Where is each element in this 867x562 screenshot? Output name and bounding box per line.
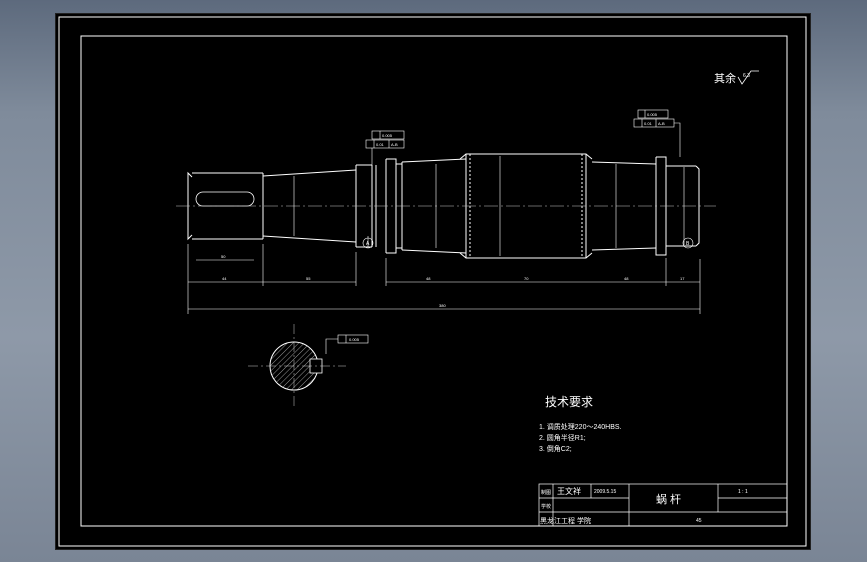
engineering-drawing: 其余 6.3 [58,16,807,547]
dim-seg-3: 48 [426,276,431,281]
cross-section-view: 0.005 [248,324,369,406]
tolerance-frame-right: 0.005 0.01 A-B [633,109,681,157]
designer-name: 王文祥 [557,486,581,496]
surface-note-label: 其余 [714,71,736,85]
dim-total-length: 380 [439,303,446,308]
design-date: 2009.5.15 [594,489,616,495]
datum-b-label: B [686,241,690,247]
tech-req-item-3: 3. 倒角C2; [539,444,572,453]
tol-left-row2-b: A-B [391,142,398,147]
school-label: 学校 [541,503,551,510]
keyway-slot [195,191,255,207]
title-block [538,483,788,527]
tol-right-row1: 0.005 [647,112,658,117]
dim-key-length: 50 [221,254,226,259]
tech-req-item-2: 2. 圆角半径R1; [539,433,586,442]
part-name: 蜗 杆 [656,492,681,506]
datum-a-label: A [366,241,370,247]
tol-left-row1: 0.005 [382,133,393,138]
tolerance-frame-left: 0.005 0.01 A-B [365,130,405,165]
tol-right-row2-a: 0.01 [644,121,653,126]
surface-roughness-icon [737,70,759,85]
sheet-number: 45 [696,518,702,524]
designer-label: 制图 [541,489,551,496]
tol-right-row2-b: A-B [658,121,665,126]
outer-border [58,16,807,547]
dimension-lines [187,156,701,314]
drawing-canvas: 其余 6.3 [55,13,811,550]
datum-a-marker: A [362,236,374,249]
inner-frame [80,35,788,527]
tol-left-row2-a: 0.01 [376,142,385,147]
school-name: 黑龙江工程 学院 [540,516,591,525]
surface-note-symbol-value: 6.3 [743,73,750,79]
tech-req-title: 技术要求 [545,395,593,409]
dim-seg-4: 70 [524,276,529,281]
tol-section-row1: 0.005 [349,337,360,342]
dim-seg-5: 48 [624,276,629,281]
drawing-scale: 1 : 1 [738,489,748,495]
dim-seg-2: 55 [306,276,311,281]
dim-seg-1: 44 [222,276,227,281]
tech-req-item-1: 1. 调质处理220～240HBS. [539,422,622,431]
datum-b-marker: B [682,237,694,249]
dim-seg-6: 17 [680,276,685,281]
